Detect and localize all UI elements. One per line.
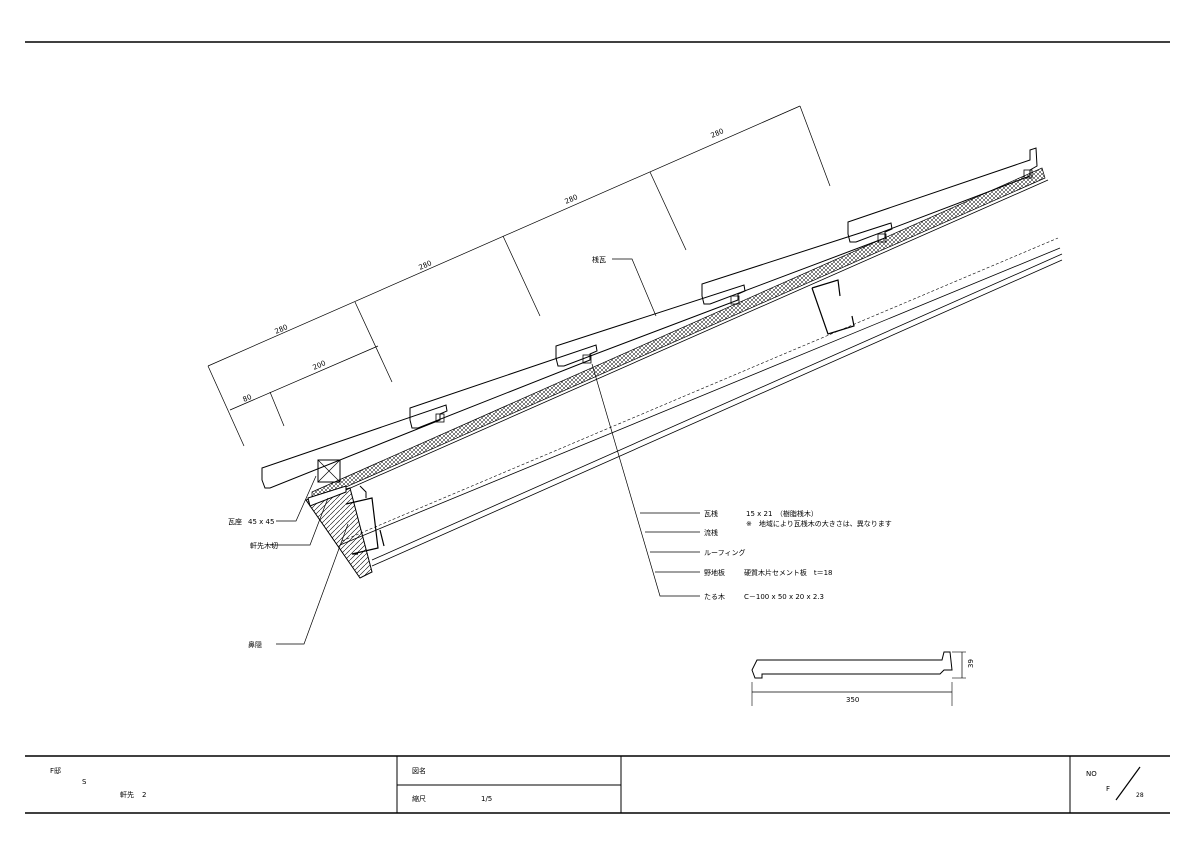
- ext-line-1: [354, 301, 393, 383]
- label-kawarasan: 瓦桟: [704, 509, 718, 518]
- scale-value: 1/5: [481, 795, 492, 803]
- batten-4: [877, 233, 887, 243]
- label-kawara-za-size: 45 x 45: [248, 518, 274, 526]
- label-kawarasan-spec: 15 x 21 （樹脂桟木）: [746, 509, 818, 518]
- ext-line-0: [207, 365, 245, 447]
- no-slash: [1115, 766, 1141, 801]
- label-nagare-san: 流桟: [704, 528, 718, 537]
- tile-4: [701, 222, 893, 305]
- label-nojiita-spec: 硬質木片セメント板 t＝18: [744, 568, 833, 577]
- nojiita-line-top: [311, 179, 1049, 506]
- title-texts: F邸 S 軒先 2 図名 縮尺 1/5 NO F 28: [50, 766, 1144, 803]
- batten-5: [1023, 169, 1033, 179]
- leader-nokisaki: [270, 497, 329, 546]
- part-name: 軒先: [120, 790, 134, 799]
- batten-2: [582, 354, 592, 364]
- label-hanakakushi: 鼻隠: [248, 640, 262, 649]
- detail-height-label: 39: [967, 659, 975, 668]
- leader-group-main: [591, 363, 700, 597]
- kawara-za-cross: [317, 459, 341, 483]
- label-kiri-gawara: 桟瓦: [592, 255, 606, 264]
- dim-200: 200: [312, 359, 327, 372]
- ceiling-line-2: [371, 259, 1063, 567]
- label-nojiita: 野地板: [704, 568, 725, 577]
- leaders: [270, 258, 700, 645]
- dim-line-main: [207, 105, 801, 367]
- dim-280-2: 280: [418, 259, 433, 272]
- no-number: 28: [1136, 792, 1144, 799]
- label-roofing: ルーフィング: [704, 548, 745, 557]
- project-name: F邸: [50, 767, 61, 775]
- batten-3: [730, 295, 740, 305]
- dim-280-4: 280: [710, 127, 725, 140]
- no-label: NO: [1086, 770, 1097, 778]
- nojiita-line-bottom: [339, 247, 1061, 546]
- label-taruki-spec: C－100 x 50 x 20 x 2.3: [744, 593, 824, 601]
- nojiita-line-dashed: [341, 237, 1059, 542]
- ext-line-4: [799, 105, 831, 187]
- label-nokisaki: 軒先木切: [250, 541, 278, 550]
- leader-kiri-gawara: [612, 258, 657, 317]
- dim-line-eave: [229, 345, 379, 411]
- project-code: S: [82, 778, 87, 786]
- label-kawara-za: 瓦座: [228, 517, 242, 526]
- ext-line-eave: [269, 391, 285, 427]
- dim-80: 80: [242, 393, 253, 404]
- labels: 桟瓦 瓦座 45 x 45 軒先木切 鼻隠 瓦桟 15 x 21 （樹脂桟木） …: [228, 255, 892, 649]
- ext-line-3: [649, 171, 687, 251]
- tile-detail: [751, 651, 966, 706]
- tile-2: [409, 344, 598, 429]
- ceiling-line-1: [371, 253, 1063, 561]
- detail-width-label: 350: [846, 696, 859, 704]
- nokisaki-cut: [307, 485, 347, 507]
- label-kawarasan-note: ※ 地域により瓦桟木の大きさは、異なります: [746, 519, 892, 528]
- scale-label: 縮尺: [412, 794, 426, 803]
- purlin-c-1: [345, 497, 385, 555]
- leader-hanakakushi: [276, 523, 349, 645]
- tile-profile: [751, 651, 953, 679]
- purlin-c-2: [811, 279, 855, 335]
- ext-line-2: [502, 235, 541, 317]
- title-block: [25, 755, 1170, 814]
- tile-3: [555, 284, 746, 367]
- kawara-za-block: [317, 459, 341, 483]
- tile-5: [847, 147, 1038, 243]
- leader-kawara-za: [276, 475, 317, 522]
- no-prefix: F: [1106, 785, 1110, 793]
- dimension-texts: 280 280 280 280 200 80: [242, 127, 725, 404]
- eave-hook: [359, 485, 367, 498]
- drawing-name-label: 図名: [412, 766, 426, 775]
- batten-1: [435, 413, 445, 423]
- label-taruki: たる木: [704, 592, 725, 601]
- roof-section: [261, 147, 1063, 579]
- dimension-system: [207, 105, 831, 447]
- part-number: 2: [142, 791, 146, 799]
- roofing-layer: [311, 167, 1046, 503]
